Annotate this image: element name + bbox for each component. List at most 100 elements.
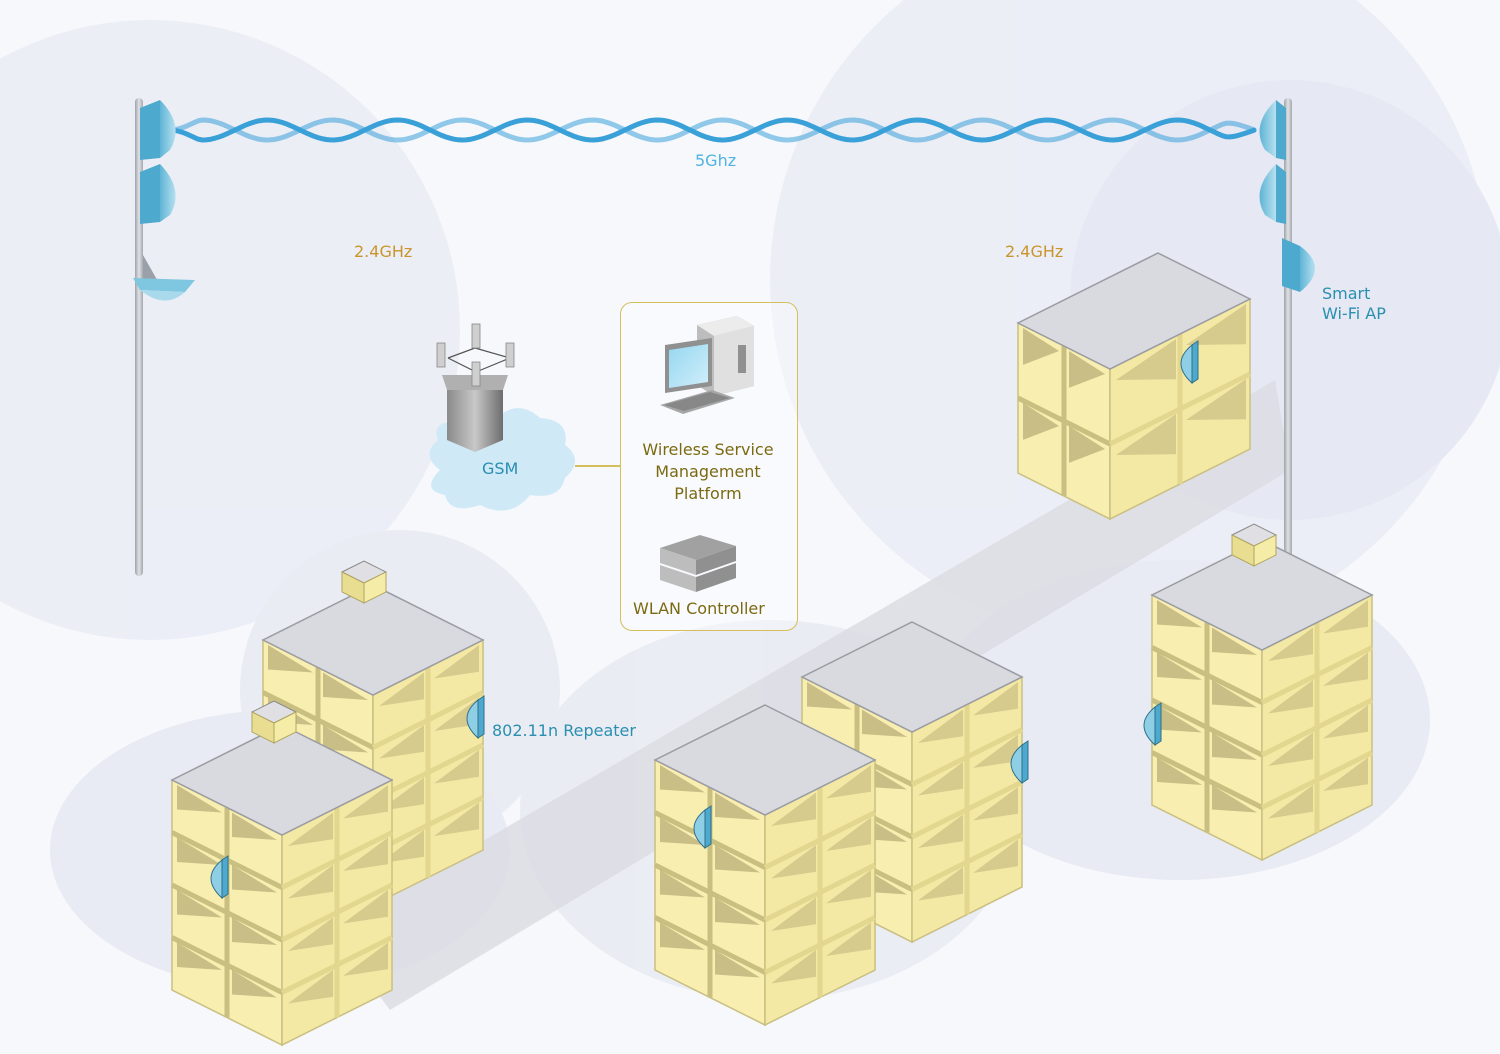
- room-shadow: [1186, 379, 1246, 420]
- room-shadow: [1157, 705, 1202, 733]
- ap-dome: [210, 858, 223, 900]
- room-shadow: [973, 839, 1018, 873]
- repeater-label: 802.11n Repeater: [492, 721, 636, 740]
- panel-antenna-icon: [140, 100, 176, 160]
- room-shadow: [973, 682, 1018, 716]
- ap-dome: [466, 698, 479, 740]
- smart-wifi-ap-icon: [1282, 238, 1315, 292]
- room-shadow: [1157, 652, 1202, 680]
- management-panel: [620, 302, 798, 631]
- room-shadow: [660, 817, 705, 845]
- room-shadow: [1268, 785, 1313, 819]
- room-shadow: [1268, 627, 1313, 661]
- room-shadow: [918, 762, 963, 796]
- room-shadow: [715, 950, 760, 978]
- rooftop-unit: [363, 571, 387, 604]
- building-roof: [1150, 539, 1374, 651]
- room-shadow: [1116, 339, 1176, 380]
- room-shadow: [1212, 627, 1257, 655]
- wifi-access-point-icon: [210, 855, 229, 900]
- room-shadow: [1157, 600, 1202, 628]
- room-shadow: [973, 734, 1018, 768]
- room-shadow: [434, 750, 479, 784]
- band-right-label: 2.4GHz: [1005, 242, 1064, 261]
- gsm-tower-group: [429, 323, 575, 511]
- room-shadow: [1157, 757, 1202, 785]
- room-shadow: [771, 845, 816, 879]
- room-shadow: [343, 837, 388, 871]
- room-shadow: [1116, 414, 1176, 455]
- band-left-label: 2.4GHz: [354, 242, 413, 261]
- rooftop-unit: [273, 711, 297, 744]
- room-shadow: [232, 812, 277, 840]
- wave-strand: [167, 117, 1257, 143]
- platform-label-line: Platform: [674, 484, 742, 503]
- room-shadow: [715, 792, 760, 820]
- building-roof: [800, 621, 1024, 733]
- room-shadow: [288, 970, 333, 1004]
- wlan-controller-label: WLAN Controller: [633, 599, 765, 618]
- building-roof: [653, 704, 877, 816]
- ap-mount: [477, 695, 485, 739]
- room-shadow: [807, 682, 852, 710]
- dish-antenna-icon: [133, 255, 195, 301]
- room-shadow: [1323, 757, 1368, 791]
- room-shadow: [323, 725, 368, 753]
- room-shadow: [771, 897, 816, 931]
- mast-pole: [1284, 98, 1292, 576]
- room-shadow: [268, 645, 313, 673]
- room-shadow: [379, 725, 424, 759]
- wifi-access-point-icon: [466, 695, 485, 740]
- room-shadow: [826, 870, 871, 904]
- building-roof: [261, 584, 485, 696]
- room-shadow: [288, 865, 333, 899]
- smart-ap-label-line: Wi-Fi AP: [1322, 304, 1386, 323]
- ap-mount: [1154, 702, 1162, 746]
- wifi-access-point-icon: [1143, 702, 1162, 747]
- panel-antenna-icon: [1259, 164, 1286, 224]
- ap-mount: [1191, 340, 1199, 384]
- room-shadow: [1186, 304, 1246, 345]
- room-shadow: [434, 802, 479, 836]
- room-shadow: [918, 867, 963, 901]
- coverage-halo: [0, 20, 460, 640]
- room-shadow: [1212, 732, 1257, 760]
- building-left-front: [170, 700, 394, 1047]
- rooftop-unit: [1253, 534, 1277, 567]
- ap-mount: [221, 855, 229, 899]
- room-shadow: [826, 765, 871, 799]
- room-shadow: [177, 785, 222, 813]
- building-top-right: [1016, 252, 1252, 521]
- room-shadow: [660, 922, 705, 950]
- room-shadow: [232, 970, 277, 998]
- room-shadow: [288, 812, 333, 846]
- panel-antenna-icon: [1259, 100, 1286, 160]
- platform-label: Wireless Service Management Platform: [628, 439, 788, 505]
- wave-strand: [167, 117, 1257, 143]
- right-antenna-mast: [1259, 98, 1315, 576]
- room-shadow: [1069, 426, 1105, 463]
- building-roof: [170, 724, 394, 836]
- room-shadow: [660, 870, 705, 898]
- wireless-link-5ghz: [167, 117, 1257, 143]
- link-5ghz-label: 5Ghz: [695, 151, 737, 170]
- room-shadow: [177, 890, 222, 918]
- room-shadow: [177, 942, 222, 970]
- room-shadow: [826, 817, 871, 851]
- room-shadow: [771, 950, 816, 984]
- room-shadow: [826, 922, 871, 956]
- room-shadow: [1323, 705, 1368, 739]
- room-shadow: [379, 672, 424, 706]
- wifi-access-point-icon: [1010, 740, 1029, 785]
- room-shadow: [343, 942, 388, 976]
- room-shadow: [1023, 403, 1059, 440]
- room-shadow: [1212, 785, 1257, 813]
- panel-antenna-icon: [140, 164, 176, 224]
- room-shadow: [1023, 328, 1059, 365]
- left-antenna-mast: [133, 98, 195, 576]
- computer-icon: [660, 316, 754, 414]
- room-shadow: [1268, 732, 1313, 766]
- building-right: [1143, 523, 1374, 862]
- room-shadow: [1268, 680, 1313, 714]
